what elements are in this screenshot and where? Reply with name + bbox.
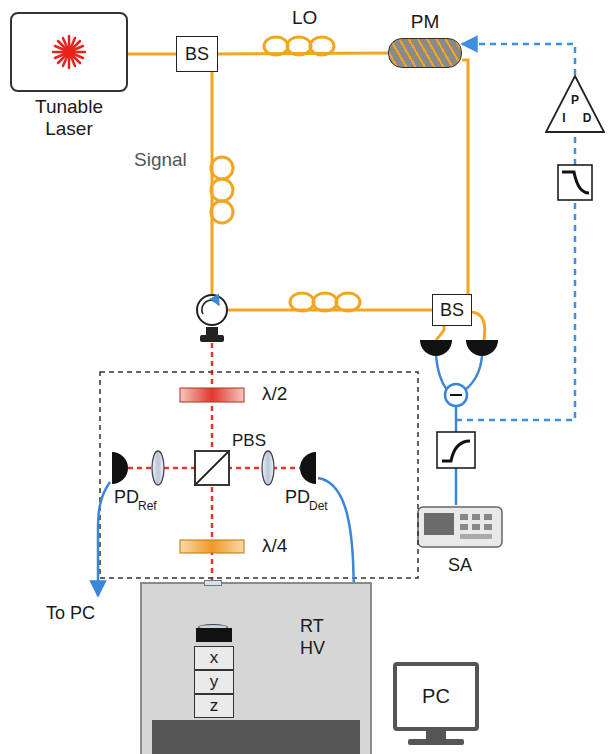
- circulator: [197, 295, 227, 325]
- wire: [436, 356, 482, 505]
- spectrum-analyzer: SA: [416, 505, 504, 549]
- pid-controller: PI D: [545, 75, 605, 133]
- node-label: BS: [440, 300, 464, 321]
- component-label: λ/2: [262, 384, 287, 405]
- beam-splitter-box: BS: [432, 294, 472, 326]
- highpass-filter: [437, 432, 475, 468]
- pbs-cube: [195, 451, 229, 485]
- lowpass-filter: [558, 165, 592, 200]
- photodiode: [300, 452, 316, 484]
- spectrum-analyzer-icon: [418, 507, 502, 547]
- node-label: P: [571, 94, 579, 108]
- fiber-label: Signal: [134, 150, 187, 171]
- sample: [196, 628, 232, 642]
- photodiode: [420, 340, 452, 356]
- lens: [152, 451, 164, 485]
- detector-name: PD: [114, 488, 139, 508]
- fiber: [472, 312, 485, 340]
- laser-icon: [53, 36, 85, 68]
- fiber-coil: [211, 37, 360, 311]
- stage-axis: z: [194, 694, 234, 718]
- subtractor: [445, 384, 467, 406]
- optical-fiber: [212, 72, 432, 310]
- detector-name: PD: [285, 488, 310, 508]
- fiber: [436, 326, 444, 340]
- node-label: BS: [185, 44, 209, 65]
- node-label: D: [583, 112, 592, 126]
- quarter-wave-plate: [180, 540, 244, 553]
- optics-enclosure: [100, 372, 418, 578]
- collimator: [206, 327, 218, 335]
- detector-subscript: Det: [309, 500, 328, 513]
- feedback-arrow: [462, 44, 575, 75]
- node-label: Tunable Laser: [14, 96, 124, 140]
- node-label: z: [210, 696, 219, 716]
- node-label: x: [210, 648, 219, 668]
- stage-axis: x: [194, 646, 234, 670]
- stage-axis: y: [194, 670, 234, 694]
- node-label: y: [210, 672, 219, 692]
- component-label: PBS: [232, 432, 266, 451]
- computer-monitor: PC: [393, 662, 479, 731]
- optical-fiber: [128, 53, 176, 56]
- phase-modulator: PM: [388, 38, 462, 68]
- fiber-label: LO: [292, 8, 317, 29]
- chamber-window: [204, 580, 222, 586]
- node-label: PC: [422, 685, 450, 708]
- optical-fiber: [462, 60, 468, 294]
- minus-sign: [450, 394, 462, 396]
- node-label: SA: [430, 555, 490, 576]
- photodiode: [112, 452, 128, 484]
- lens: [262, 451, 274, 485]
- half-wave-plate: [180, 388, 244, 402]
- vacuum-chamber: RT HV xyz: [140, 582, 372, 754]
- node-label: I: [562, 112, 565, 126]
- feedback-wire: [456, 133, 575, 420]
- stage-base: [152, 720, 360, 754]
- cable-label: To PC: [46, 604, 95, 624]
- component-label: λ/4: [262, 536, 287, 557]
- node-label: PM: [411, 11, 440, 33]
- pc-stand: [426, 731, 446, 739]
- cable: [98, 482, 110, 596]
- laser-box: Tunable Laser: [10, 12, 128, 92]
- node-label: RT HV: [300, 616, 325, 659]
- photodiode: [466, 340, 498, 356]
- detector-subscript: Ref: [138, 500, 157, 513]
- beam-splitter-box: BS: [176, 36, 218, 72]
